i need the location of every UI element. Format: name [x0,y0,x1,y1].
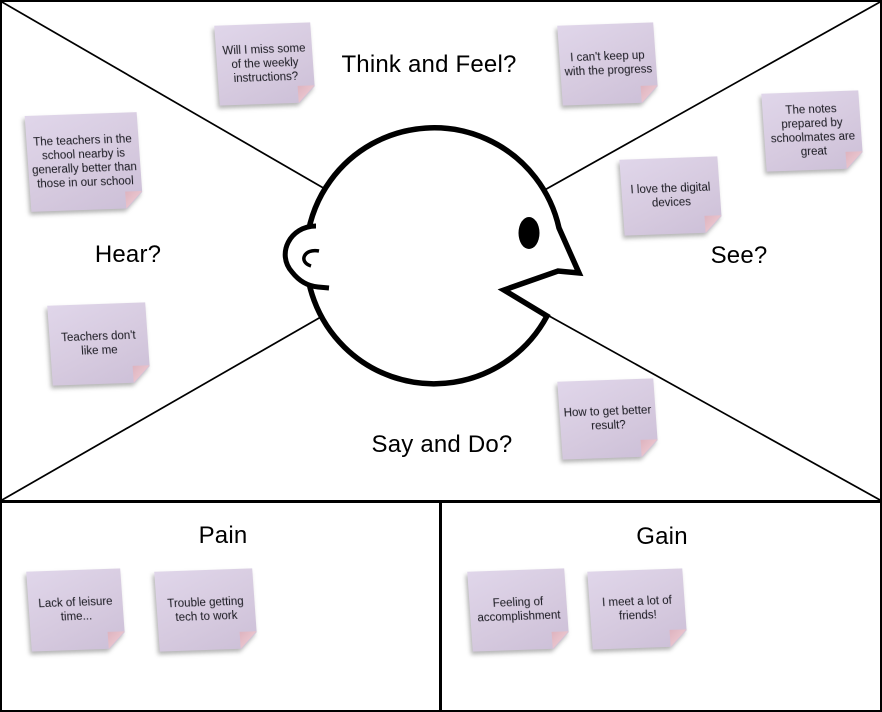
quadrant-title-hear: Hear? [94,241,162,268]
inner-ear-icon [302,248,320,268]
note-folded-corner [240,631,258,649]
pain-gain-divider [439,502,442,710]
sticky-note-text: I can't keep up with the progress [564,49,653,79]
note-folded-corner [125,191,143,209]
note-folded-corner [704,215,722,233]
section-title-gain: Gain [636,523,688,550]
persona-face [282,125,584,387]
ear-icon [282,223,330,291]
note-folded-corner [133,365,151,383]
sticky-note-lack-of-leisure: Lack of leisure time... [26,568,126,651]
quadrant-title-see: See? [710,242,768,269]
sticky-note-trouble-with-tech: Trouble getting tech to work [154,568,258,651]
note-folded-corner [670,629,688,647]
sticky-note-text: I meet a lot of friends! [601,594,673,623]
sticky-note-better-result: How to get better result? [557,378,658,459]
sticky-note-text: Feeling of accomplishment [477,596,561,625]
sticky-note-text: Will I miss some of the weekly instructi… [222,42,306,86]
note-folded-corner [108,631,126,649]
note-folded-corner [641,85,659,103]
empathy-map-canvas [2,2,880,501]
sticky-note-teachers-dont-like-me: Teachers don't like me [47,302,151,385]
sticky-note-text: The teachers in the school nearby is gen… [31,133,138,191]
sticky-note-text: Teachers don't like me [60,329,137,358]
note-folded-corner [846,151,864,169]
note-folded-corner [641,439,659,457]
quadrant-title-think-and-feel: Think and Feel? [341,51,517,78]
sticky-note-text: The notes prepared by schoolmates are gr… [770,103,856,159]
note-folded-corner [298,85,316,103]
sticky-note-text: Trouble getting tech to work [166,595,245,625]
sticky-note-cant-keep-up: I can't keep up with the progress [557,22,659,105]
sticky-note-will-miss-instructions: Will I miss some of the weekly instructi… [214,22,316,105]
sticky-note-love-digital-devices: I love the digital devices [619,156,722,235]
sticky-note-text: How to get better result? [563,404,652,433]
quadrant-title-say-and-do: Say and Do? [371,431,513,458]
sticky-note-teachers-nearby-better: The teachers in the school nearby is gen… [25,112,144,212]
note-folded-corner [552,631,570,649]
sticky-note-meet-friends: I meet a lot of friends! [587,568,687,649]
sticky-note-feeling-of-accomplishment: Feeling of accomplishment [467,568,570,651]
sticky-note-text: I love the digital devices [630,181,711,210]
sticky-note-notes-by-schoolmates: The notes prepared by schoolmates are gr… [761,90,863,171]
sticky-note-text: Lack of leisure time... [38,595,113,624]
horizontal-section-divider [2,500,880,503]
section-title-pain: Pain [198,522,248,549]
face-outline [303,125,584,387]
eye-icon [518,217,540,249]
